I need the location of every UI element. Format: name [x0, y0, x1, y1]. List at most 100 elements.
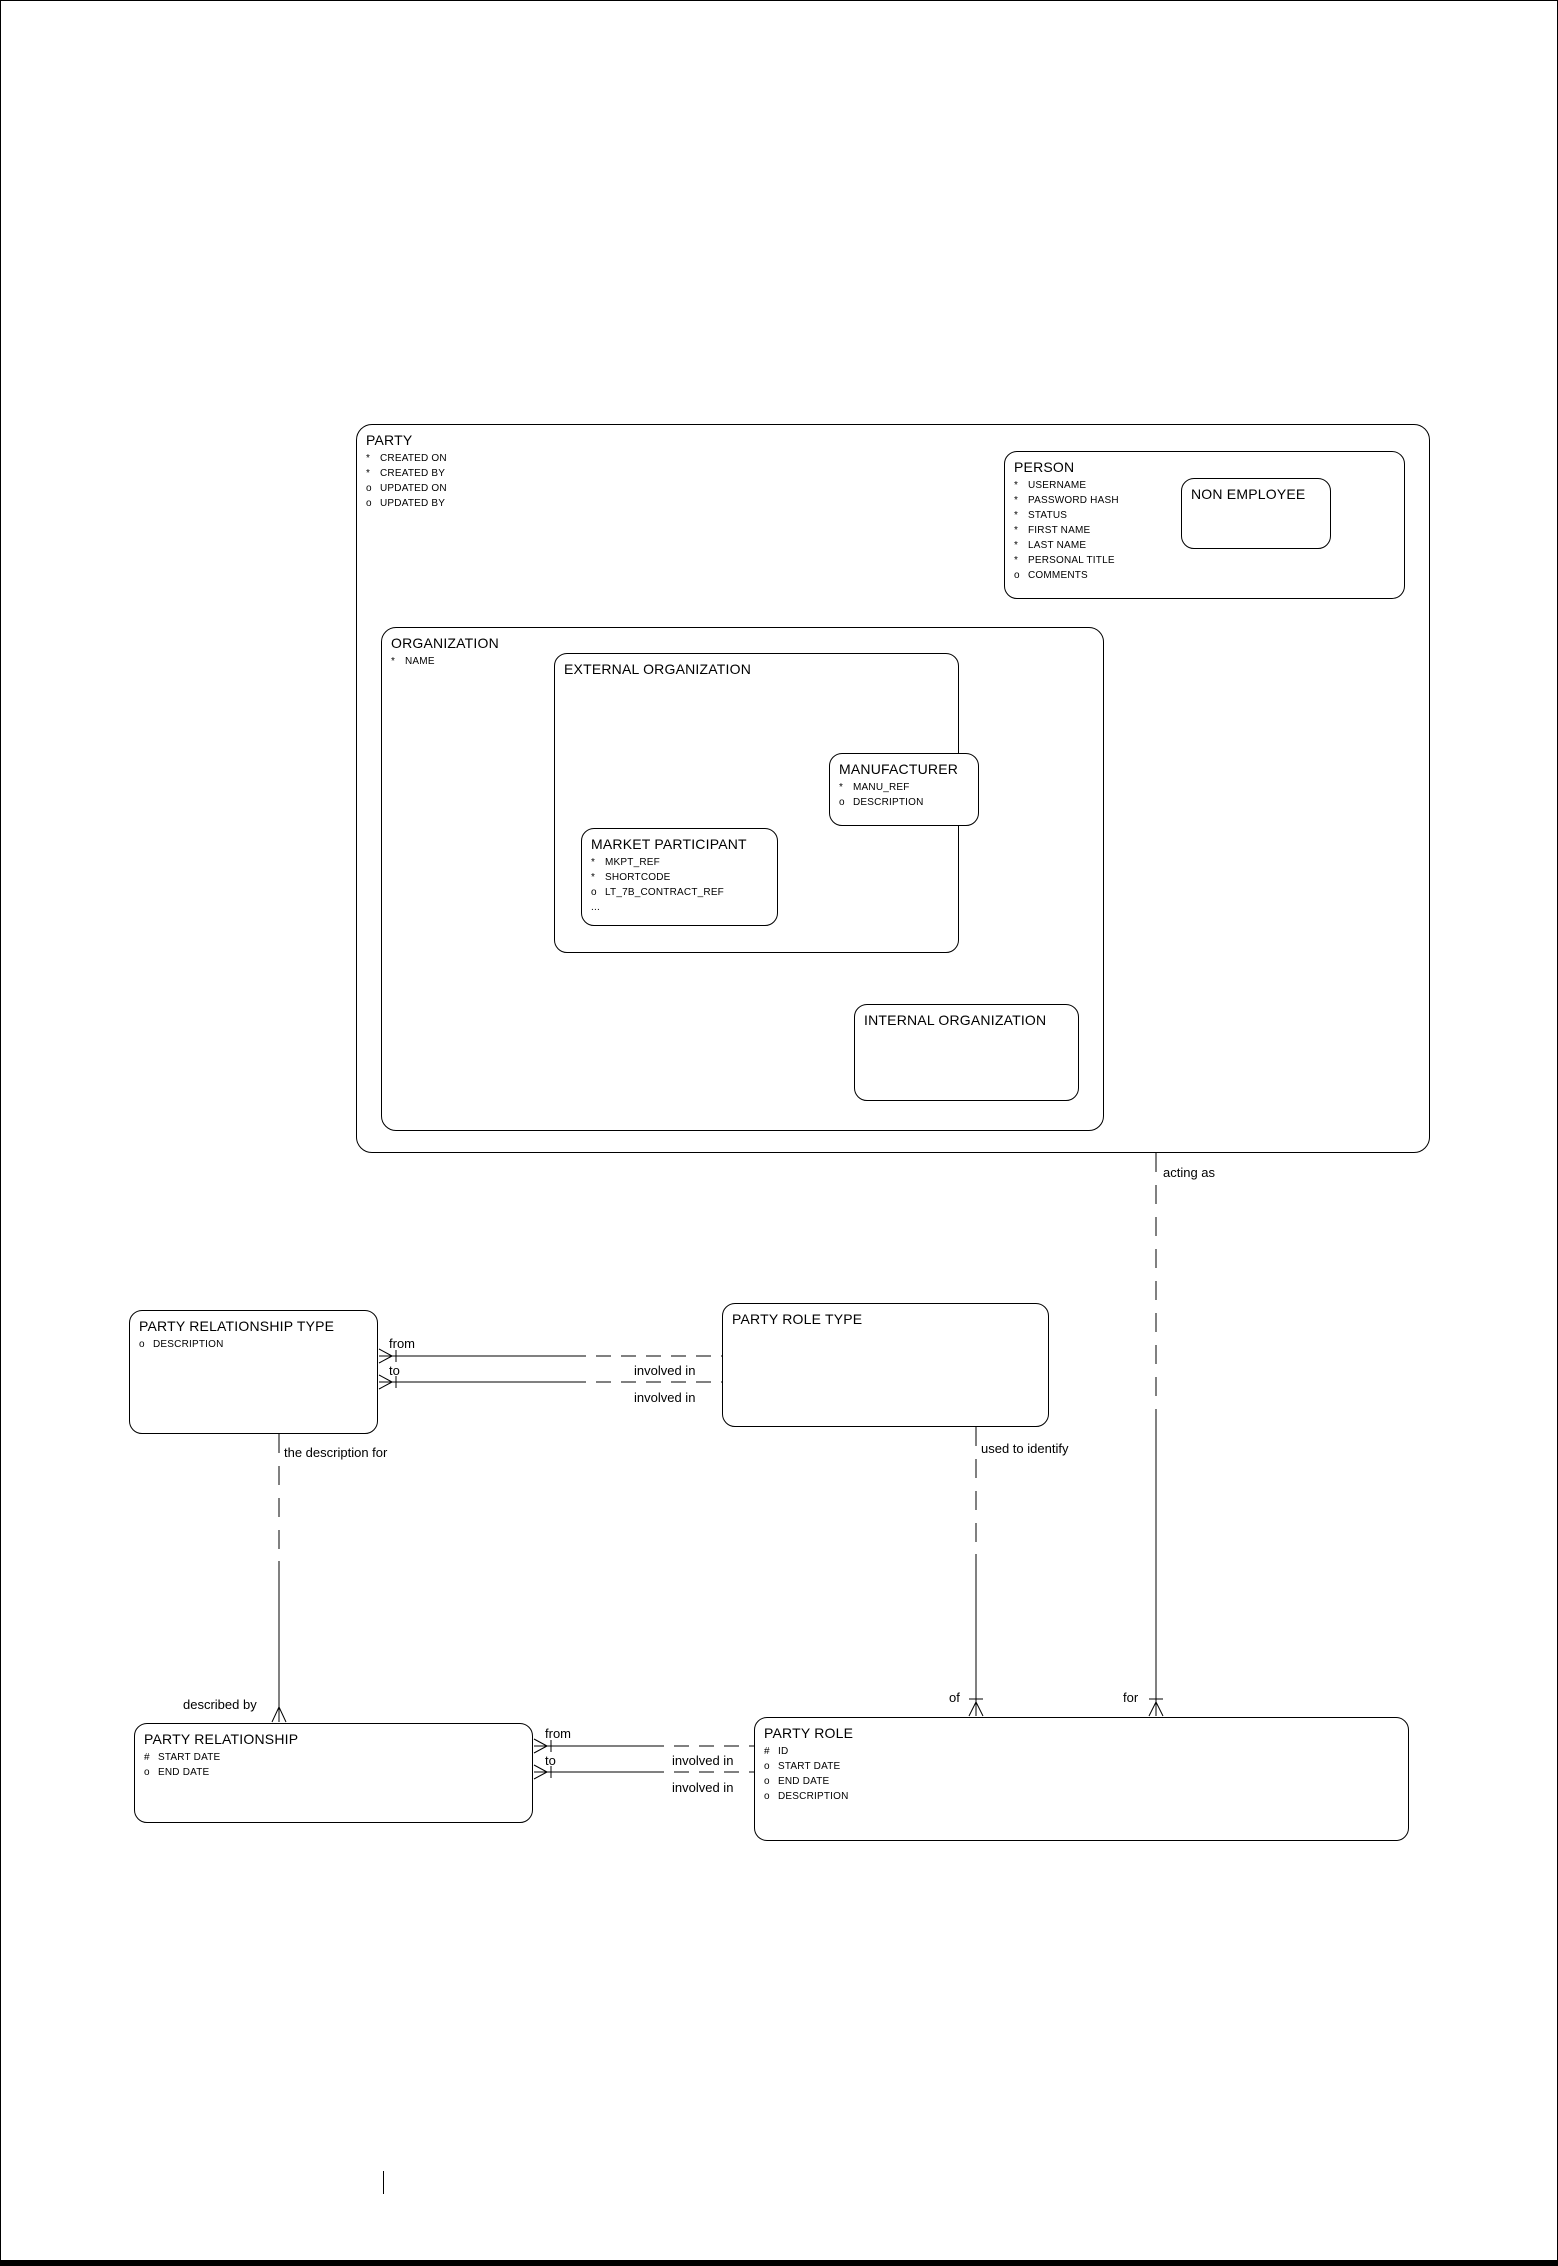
- entity-title-party-relationship-type: PARTY RELATIONSHIP TYPE: [139, 1318, 335, 1334]
- attr-row: #START DATE: [144, 1750, 532, 1765]
- attr-row: * CREATED ON: [366, 451, 1429, 466]
- attr-row: * PERSONAL TITLE: [1014, 553, 1404, 568]
- entity-title-non-employee: NON EMPLOYEE: [1191, 486, 1306, 502]
- attr-name: UPDATED ON: [380, 483, 447, 494]
- entity-attrs-party: * CREATED ON * CREATED BY o UPDATED ON o UPD…: [357, 448, 1429, 511]
- attr-name: CREATED BY: [380, 468, 446, 479]
- relationship-label-type-involved-in-1: involved in: [634, 1363, 696, 1378]
- attr-marker: o: [591, 887, 597, 898]
- attr-name: LAST NAME: [1028, 540, 1087, 551]
- relationship-party-relationship-type-party-relationship[interactable]: [271, 1434, 287, 1723]
- entity-internal-organization[interactable]: INTERNAL ORGANIZATION: [854, 1004, 1079, 1101]
- attr-row: o START DATE: [764, 1759, 1408, 1774]
- attr-row: o UPDATED ON: [366, 481, 1429, 496]
- attr-marker: o: [1014, 570, 1020, 581]
- entity-attrs-organization: *NAME: [382, 651, 1103, 669]
- entity-title-organization: ORGANIZATION: [391, 635, 499, 651]
- entity-party-relationship-type[interactable]: PARTY RELATIONSHIP TYPE o DESCRIPTION: [129, 1310, 378, 1434]
- attr-row: * MKPT_REF: [591, 855, 777, 870]
- relationship-label-for: for: [1123, 1690, 1139, 1705]
- attr-name: DESCRIPTION: [153, 1339, 224, 1350]
- attr-marker: *: [1014, 480, 1019, 491]
- entity-non-employee[interactable]: NON EMPLOYEE: [1181, 478, 1331, 549]
- attr-marker: o: [839, 797, 845, 808]
- attr-marker: o: [764, 1791, 770, 1802]
- attr-row: * PASSWORD HASH: [1014, 493, 1404, 508]
- entity-attrs-manufacturer: * MANU_REF o DESCRIPTION: [830, 777, 978, 810]
- entity-title-market-participant: MARKET PARTICIPANT: [591, 836, 747, 852]
- attr-row: * USERNAME: [1014, 478, 1404, 493]
- attr-name: USERNAME: [1028, 480, 1087, 491]
- attr-marker: *: [839, 782, 844, 793]
- attr-name: FIRST NAME: [1028, 525, 1091, 536]
- relationship-instance-from[interactable]: [533, 1738, 754, 1754]
- relationship-label-instance-to: to: [545, 1753, 556, 1768]
- entity-title-external-organization: EXTERNAL ORGANIZATION: [564, 661, 751, 677]
- relationship-type-to[interactable]: [378, 1374, 722, 1390]
- attr-name: LT_7B_CONTRACT_REF: [605, 887, 724, 898]
- relationship-label-type-from: from: [389, 1336, 415, 1351]
- entity-title-manufacturer: MANUFACTURER: [839, 761, 959, 777]
- attr-row: # ID: [764, 1744, 1408, 1759]
- entity-title-internal-organization: INTERNAL ORGANIZATION: [864, 1012, 1047, 1028]
- entity-title-person: PERSON: [1014, 459, 1075, 475]
- attr-marker: o: [764, 1761, 770, 1772]
- attr-marker: *: [1014, 495, 1019, 506]
- attr-name: MKPT_REF: [605, 857, 660, 868]
- attr-name: END DATE: [778, 1776, 830, 1787]
- attr-marker: *: [1014, 555, 1019, 566]
- relationship-instance-to[interactable]: [533, 1764, 754, 1780]
- attr-marker: *: [366, 468, 371, 479]
- attr-row: * CREATED BY: [366, 466, 1429, 481]
- entity-title-party-relationship: PARTY RELATIONSHIP: [144, 1731, 299, 1747]
- attr-marker: ...: [591, 902, 600, 913]
- attr-name: CREATED ON: [380, 453, 447, 464]
- attr-name: ID: [778, 1746, 789, 1757]
- attr-row: *FIRST NAME: [1014, 523, 1404, 538]
- entity-attrs-party-relationship-type: o DESCRIPTION: [130, 1334, 377, 1352]
- page-break-mark: [383, 2171, 384, 2194]
- attr-marker: *: [591, 857, 596, 868]
- attr-name: PASSWORD HASH: [1028, 495, 1119, 506]
- attr-name: MANU_REF: [853, 782, 910, 793]
- attr-row: *STATUS: [1014, 508, 1404, 523]
- relationship-party-acting-as-party-role[interactable]: [1148, 1153, 1164, 1717]
- entity-party-role-type[interactable]: PARTY ROLE TYPE: [722, 1303, 1049, 1427]
- attr-marker: *: [366, 453, 371, 464]
- relationship-party-role-type-party-role[interactable]: [968, 1427, 984, 1717]
- attr-marker: o: [366, 483, 372, 494]
- attr-marker: o: [139, 1339, 145, 1350]
- relationship-type-from[interactable]: [378, 1348, 722, 1364]
- relationship-label-instance-from: from: [545, 1726, 571, 1741]
- attr-row: o DESCRIPTION: [839, 795, 978, 810]
- attr-marker: #: [764, 1746, 770, 1757]
- relationship-label-acting-as: acting as: [1163, 1165, 1216, 1180]
- relationship-label-type-involved-in-2: involved in: [634, 1390, 696, 1405]
- entity-manufacturer[interactable]: MANUFACTURER * MANU_REF o DESCRIPTION: [829, 753, 979, 826]
- relationship-label-used-to-identify: used to identify: [981, 1441, 1069, 1456]
- attr-name: END DATE: [158, 1767, 210, 1778]
- attr-name: STATUS: [1028, 510, 1068, 521]
- relationship-label-instance-involved-in-2: involved in: [672, 1780, 734, 1795]
- relationship-label-instance-involved-in-1: involved in: [672, 1753, 734, 1768]
- attr-marker: *: [591, 872, 596, 883]
- entity-title-party-role: PARTY ROLE: [764, 1725, 854, 1741]
- entity-market-participant[interactable]: MARKET PARTICIPANT *MKPT_REF *SHORTCODE …: [581, 828, 778, 926]
- relationship-label-of: of: [949, 1690, 960, 1705]
- attr-row: o DESCRIPTION: [139, 1337, 377, 1352]
- attr-name: START DATE: [778, 1761, 841, 1772]
- attr-name: SHORTCODE: [605, 872, 671, 883]
- relationship-label-the-description-for: the description for: [284, 1445, 388, 1460]
- relationship-label-type-to: to: [389, 1363, 400, 1378]
- attr-name: DESCRIPTION: [853, 797, 924, 808]
- attr-row: *NAME: [391, 654, 1103, 669]
- attr-name: PERSONAL TITLE: [1028, 555, 1115, 566]
